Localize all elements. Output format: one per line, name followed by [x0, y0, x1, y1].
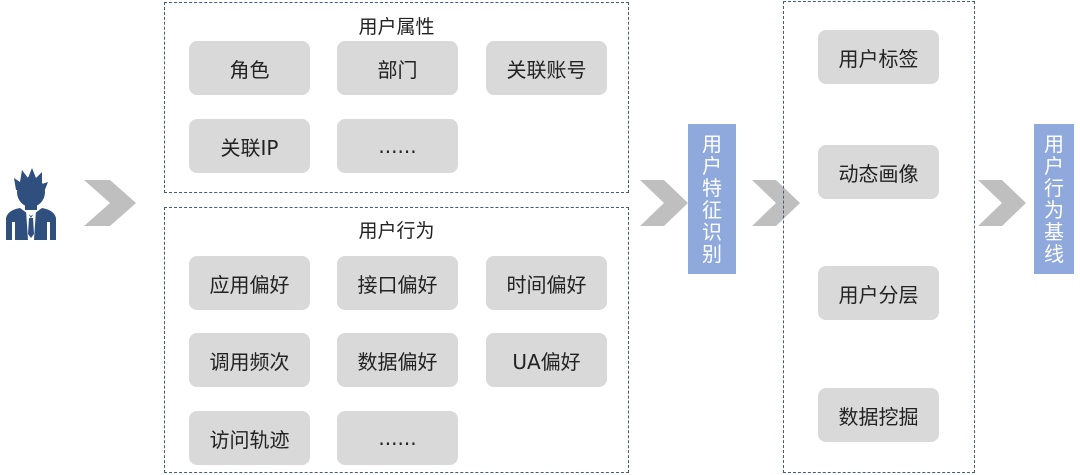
baseline-char: 基 — [1044, 220, 1064, 244]
user-attributes-title: 用户属性 — [358, 16, 435, 38]
baseline-char: 行 — [1044, 176, 1064, 200]
user-behaviors-group: 用户行为 — [164, 207, 629, 473]
behavior-time-preference: 时间偏好 — [486, 256, 607, 310]
output-user-tags: 用户标签 — [818, 30, 939, 84]
chevron-right-icon — [84, 180, 136, 226]
attribute-more: ...... — [337, 119, 458, 173]
baseline-char: 线 — [1044, 242, 1064, 266]
output-user-layering: 用户分层 — [818, 266, 939, 320]
feature-recognition-label: 用 户 特 征 识 别 — [688, 124, 736, 274]
outputs-group — [783, 1, 975, 473]
behavior-more: ...... — [337, 411, 458, 465]
baseline-char: 为 — [1044, 198, 1064, 222]
attribute-role: 角色 — [189, 41, 310, 95]
baseline-char: 户 — [1044, 154, 1064, 178]
behavior-call-frequency: 调用频次 — [189, 333, 310, 387]
behavior-access-trace: 访问轨迹 — [189, 411, 310, 465]
user-behaviors-title: 用户行为 — [358, 220, 435, 242]
behavior-baseline-label: 用 户 行 为 基 线 — [1034, 124, 1074, 274]
behavior-ua-preference: UA偏好 — [486, 333, 607, 387]
output-data-mining: 数据挖掘 — [818, 388, 939, 442]
user-avatar-icon — [0, 160, 62, 240]
behavior-app-preference: 应用偏好 — [189, 256, 310, 310]
feature-recognition-char: 识 — [702, 220, 722, 244]
output-dynamic-profile: 动态画像 — [818, 145, 939, 199]
chevron-right-icon — [640, 180, 688, 226]
feature-recognition-char: 特 — [702, 176, 722, 200]
chevron-right-icon — [752, 180, 800, 226]
feature-recognition-char: 户 — [702, 154, 722, 178]
feature-recognition-char: 征 — [702, 198, 722, 222]
user-attributes-group: 用户属性 — [164, 2, 629, 193]
attribute-linked-account: 关联账号 — [486, 41, 607, 95]
chevron-right-icon — [978, 180, 1026, 226]
feature-recognition-char: 别 — [702, 242, 722, 266]
feature-recognition-char: 用 — [702, 132, 722, 156]
baseline-char: 用 — [1044, 132, 1064, 156]
attribute-linked-ip: 关联IP — [189, 119, 310, 173]
behavior-data-preference: 数据偏好 — [337, 333, 458, 387]
attribute-department: 部门 — [337, 41, 458, 95]
behavior-api-preference: 接口偏好 — [337, 256, 458, 310]
